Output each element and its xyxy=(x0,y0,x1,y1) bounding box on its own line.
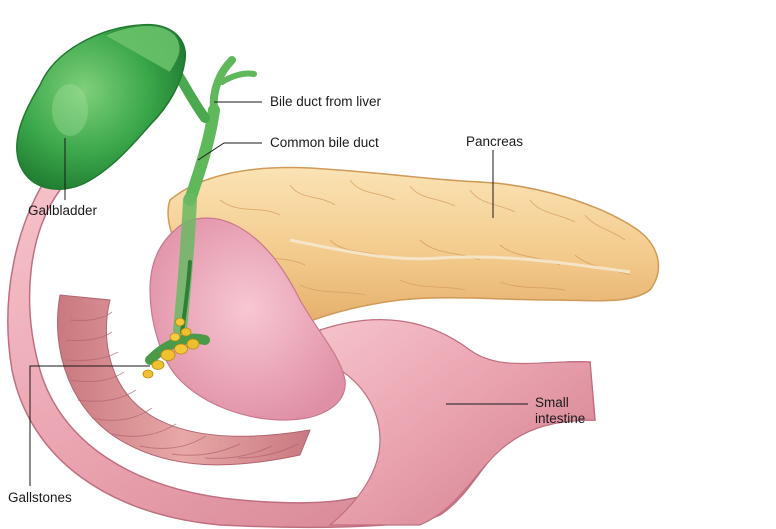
label-pancreas: Pancreas xyxy=(466,134,524,149)
label-gallbladder: Gallbladder xyxy=(28,203,98,218)
label-small-intestine-line2: intestine xyxy=(535,411,586,426)
label-common-bile-duct: Common bile duct xyxy=(270,135,379,150)
small-intestine-organ-icon xyxy=(7,178,596,529)
label-bile-duct-from-liver: Bile duct from liver xyxy=(270,94,382,109)
leader-common-bile-duct xyxy=(197,142,262,161)
label-gallstones: Gallstones xyxy=(8,490,72,505)
pancreas-head xyxy=(149,217,346,421)
gallstones-icon xyxy=(142,317,210,379)
label-small-intestine-line1: Small xyxy=(535,395,569,410)
gallbladder-organ-icon xyxy=(16,23,257,337)
leader-lines xyxy=(29,101,528,486)
leader-gallstones xyxy=(29,365,150,486)
